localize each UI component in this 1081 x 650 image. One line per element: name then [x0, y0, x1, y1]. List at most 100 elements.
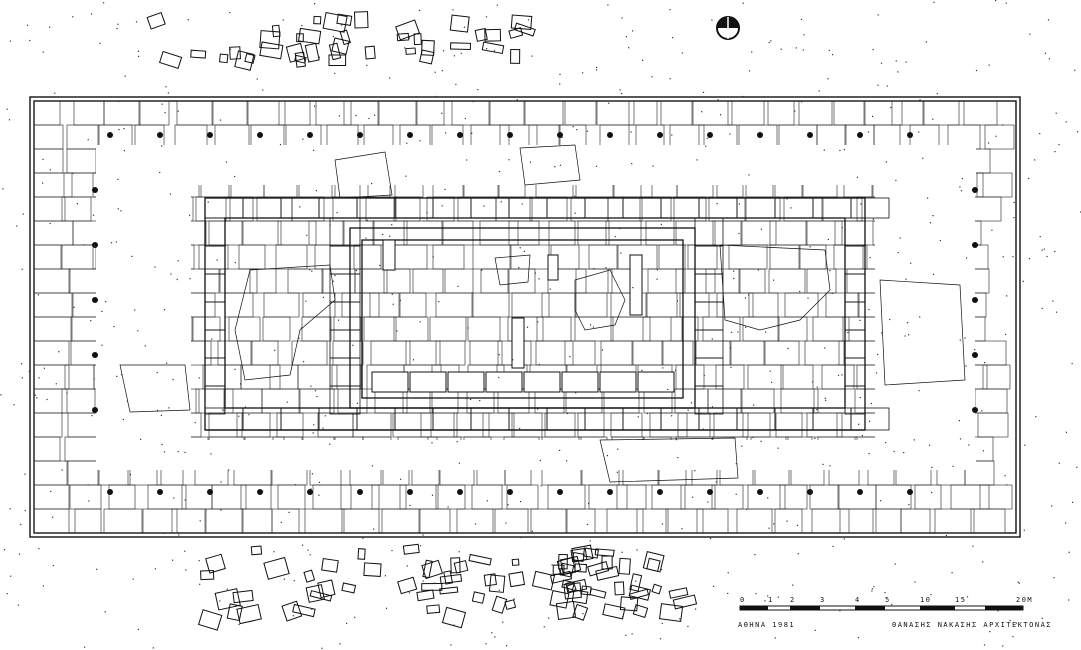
foundation-block: [651, 484, 686, 510]
speckle: [871, 588, 873, 590]
column-base: [707, 489, 713, 495]
loose-stone: [413, 33, 422, 46]
speckle: [575, 552, 577, 554]
speckle: [713, 585, 715, 587]
foundation-block: [616, 484, 647, 510]
speckle: [631, 163, 633, 165]
foundation-block: [393, 316, 429, 342]
loose-stone: [296, 33, 304, 43]
foundation-block: [33, 172, 73, 198]
foundation-block: [176, 100, 214, 126]
speckle: [959, 339, 961, 341]
speckle: [29, 39, 31, 42]
speckle: [656, 278, 658, 280]
speckle: [816, 386, 818, 388]
scale-tick-label: 20M: [1016, 596, 1033, 604]
speckle: [1047, 19, 1050, 21]
speckle: [374, 114, 376, 116]
speckle: [660, 223, 662, 225]
speckle: [660, 491, 662, 493]
speckle: [131, 255, 133, 257]
loose-stone: [468, 553, 492, 566]
speckle: [738, 232, 740, 235]
speckle: [34, 394, 37, 396]
scale-bar: [739, 605, 1024, 611]
speckle: [841, 227, 843, 229]
speckle: [965, 365, 967, 367]
speckle: [419, 545, 422, 547]
speckle: [371, 465, 374, 467]
speckle: [910, 262, 912, 264]
foundation-block: [747, 484, 786, 510]
speckle: [194, 422, 196, 424]
speckle: [592, 326, 595, 328]
speckle: [1039, 236, 1041, 238]
speckle: [506, 645, 508, 647]
speckle: [486, 500, 488, 502]
speckle: [234, 175, 236, 178]
foundation-block: [33, 436, 61, 462]
speckle: [169, 193, 171, 195]
loose-stone: [321, 558, 339, 573]
foundation-block: [842, 316, 881, 342]
speckle: [843, 148, 845, 151]
foundation-block: [747, 364, 784, 390]
foundation-block: [304, 508, 345, 534]
foundation-block: [240, 484, 272, 510]
speckle: [738, 203, 740, 205]
speckle: [458, 462, 460, 464]
speckle: [982, 561, 984, 563]
foundation-block: [66, 124, 99, 150]
loose-stone: [197, 609, 223, 631]
foundation-block: [577, 412, 605, 438]
foundation-block: [508, 268, 536, 294]
loose-stone: [271, 24, 281, 38]
speckle: [575, 392, 577, 394]
speckle: [163, 532, 166, 534]
loose-stone: [484, 28, 502, 42]
speckle: [161, 145, 163, 147]
foundation-block: [738, 268, 766, 294]
speckle: [752, 436, 754, 438]
speckle: [144, 345, 146, 347]
wall-block: [329, 245, 361, 275]
speckle: [431, 442, 433, 444]
speckle: [455, 83, 457, 85]
speckle: [859, 396, 861, 399]
speckle: [298, 337, 300, 339]
rubble-areas: [119, 144, 966, 483]
speckle: [646, 412, 648, 415]
speckle: [294, 484, 296, 486]
speckle: [405, 175, 407, 177]
speckle: [642, 59, 644, 61]
speckle: [154, 266, 156, 268]
speckle: [703, 374, 705, 377]
foundation-block: [547, 484, 586, 510]
wall-block: [508, 407, 548, 431]
foundation-block: [798, 100, 833, 126]
foundation-block: [984, 124, 1015, 150]
speckle: [735, 463, 737, 465]
speckle: [625, 634, 627, 636]
foundation-block: [262, 316, 291, 342]
loose-stone: [582, 547, 599, 559]
speckle: [623, 196, 625, 198]
foundation-block: [192, 316, 221, 342]
foundation-block: [647, 268, 686, 294]
foundation-block: [340, 484, 380, 510]
speckle: [46, 398, 48, 401]
speckle: [72, 16, 74, 18]
speckle: [839, 149, 841, 152]
speckle: [774, 637, 776, 639]
speckle: [548, 617, 550, 619]
speckle: [780, 48, 782, 50]
column-base: [207, 489, 213, 495]
loose-stone: [443, 570, 454, 585]
wall-block: [329, 217, 361, 247]
speckle: [42, 158, 44, 160]
wall-block: [774, 197, 814, 219]
foundation-block: [764, 340, 800, 366]
speckle: [574, 613, 576, 616]
speckle: [895, 60, 897, 62]
speckle: [679, 618, 681, 620]
